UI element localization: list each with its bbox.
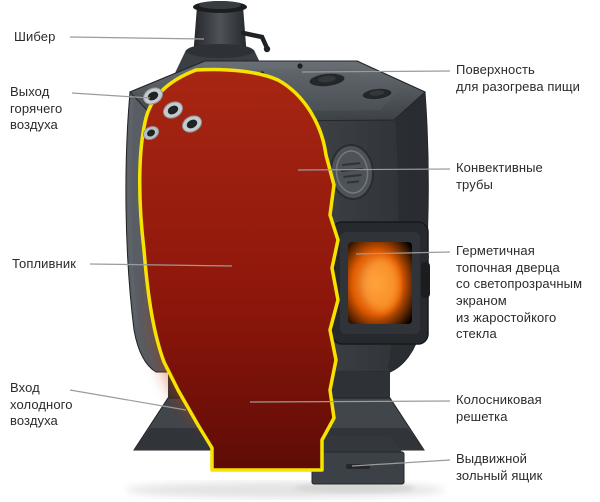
label-convective-tubes: Конвективные трубы [456, 160, 543, 192]
leader-cooking-surface [301, 70, 451, 73]
leader-cold-air-inlet [69, 389, 187, 411]
leader-ash-drawer [351, 459, 451, 467]
door-handle [421, 262, 430, 298]
leader-firebox [89, 263, 233, 267]
firebox-door [331, 221, 430, 345]
label-sealed-door: Герметичная топочная дверца со светопроз… [456, 243, 583, 342]
leader-lines [69, 36, 451, 467]
label-ash-drawer: Выдвижной зольный ящик [456, 451, 543, 483]
burner-lid [308, 72, 346, 88]
label-cooking-surface: Поверхность для разогрева пищи [456, 62, 581, 94]
leader-hot-air-outlet [71, 92, 151, 99]
label-grate: Колосниковая решетка [456, 392, 542, 424]
label-cold-air-inlet: Вход холодного воздуха [10, 380, 73, 429]
damper-handle [240, 30, 270, 51]
ground-shadow [125, 482, 445, 498]
burner-lid [361, 87, 393, 101]
cutaway-interior [137, 67, 340, 472]
hot-air-outlet-holes [142, 87, 203, 140]
leader-grate [249, 400, 451, 403]
label-hot-air-outlet: Выход горячего воздуха [10, 84, 63, 133]
leader-convective-tubes [297, 168, 451, 171]
ash-drawer-box [300, 436, 405, 485]
label-damper: Шибер [14, 29, 56, 44]
leader-sealed-door [355, 251, 451, 255]
leader-damper [69, 36, 205, 40]
label-firebox: Топливник [12, 256, 76, 271]
